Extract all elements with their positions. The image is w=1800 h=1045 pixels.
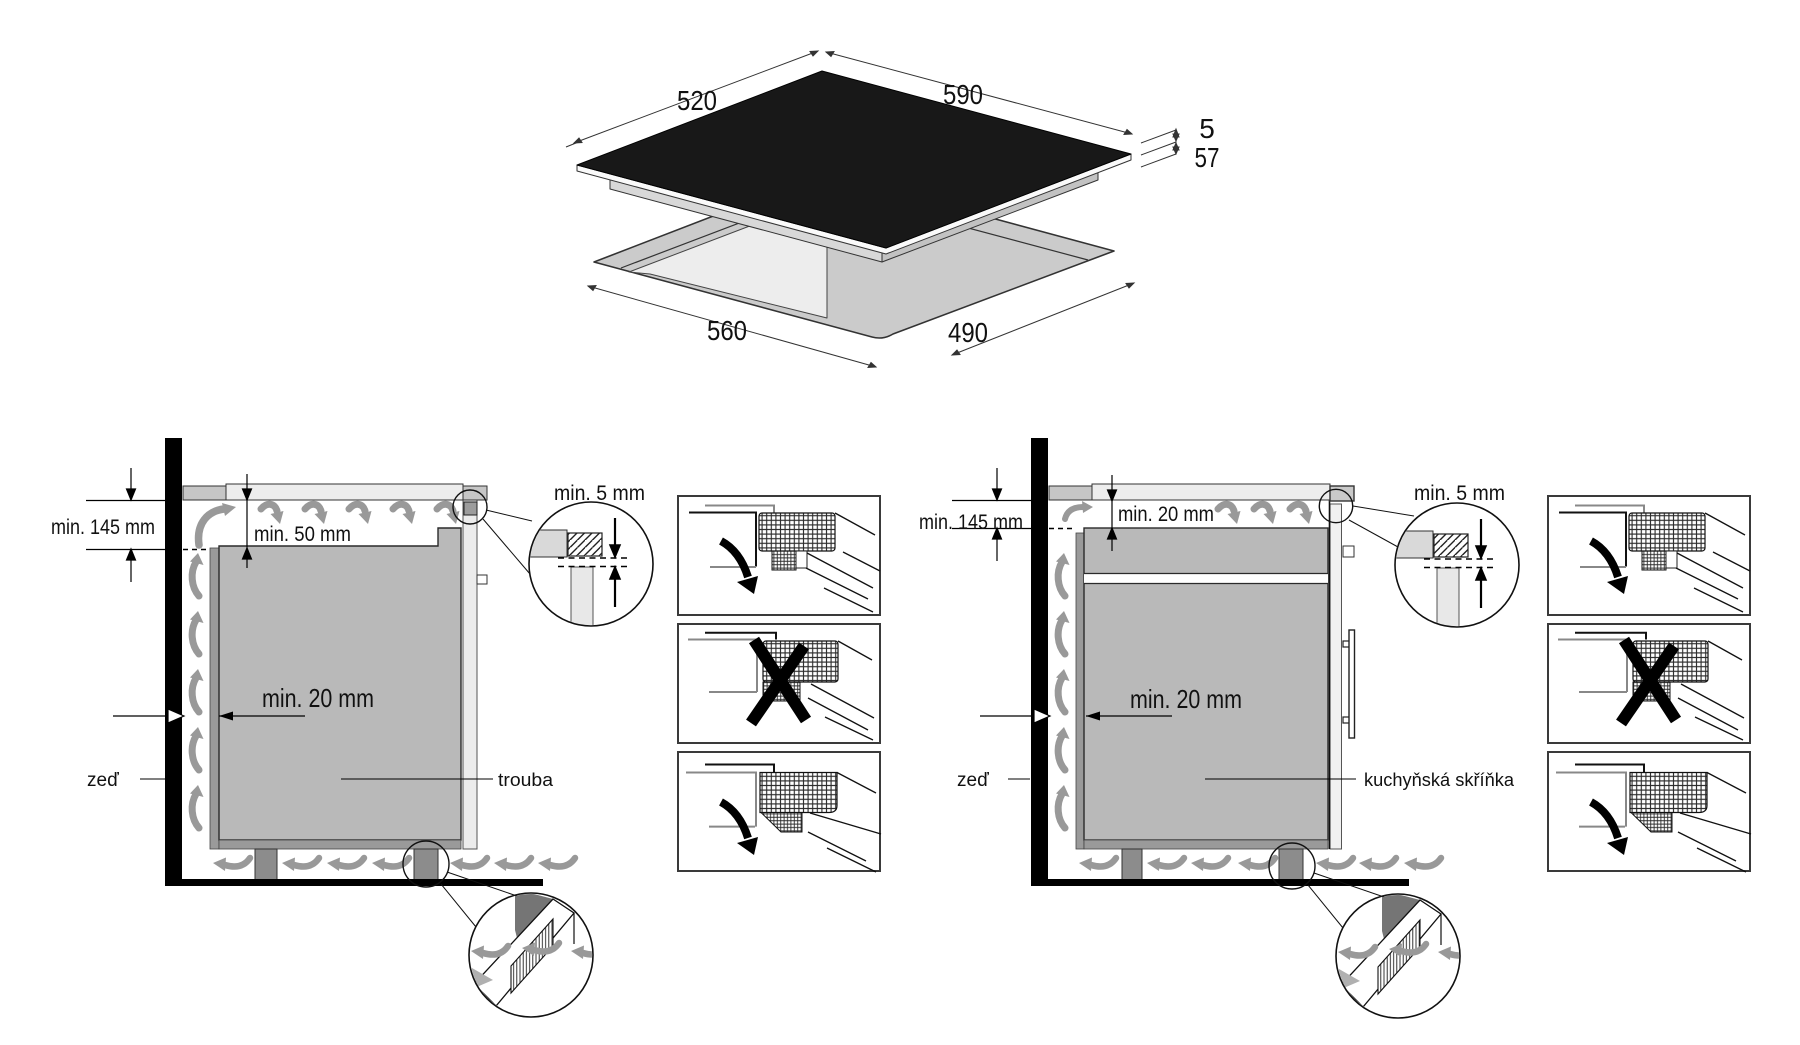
svg-text:560: 560 bbox=[707, 315, 747, 346]
svg-text:zeď: zeď bbox=[87, 770, 119, 791]
svg-text:490: 490 bbox=[948, 317, 988, 348]
svg-text:min. 145 mm: min. 145 mm bbox=[51, 515, 155, 539]
svg-text:590: 590 bbox=[943, 79, 983, 110]
svg-text:min. 145 mm: min. 145 mm bbox=[919, 510, 1023, 534]
svg-text:kuchyňská skříňka: kuchyňská skříňka bbox=[1364, 770, 1515, 790]
svg-text:5: 5 bbox=[1199, 113, 1215, 144]
svg-text:min. 20 mm: min. 20 mm bbox=[1118, 502, 1214, 526]
svg-text:min. 20 mm: min. 20 mm bbox=[1130, 684, 1242, 714]
svg-text:min. 50 mm: min. 50 mm bbox=[254, 522, 351, 546]
svg-text:min. 20 mm: min. 20 mm bbox=[262, 683, 374, 713]
svg-text:trouba: trouba bbox=[498, 770, 554, 790]
svg-text:min. 5 mm: min. 5 mm bbox=[1414, 481, 1505, 505]
svg-text:57: 57 bbox=[1195, 142, 1220, 173]
svg-text:zeď: zeď bbox=[957, 770, 989, 791]
svg-text:520: 520 bbox=[677, 85, 717, 116]
svg-text:min. 5 mm: min. 5 mm bbox=[554, 481, 645, 505]
